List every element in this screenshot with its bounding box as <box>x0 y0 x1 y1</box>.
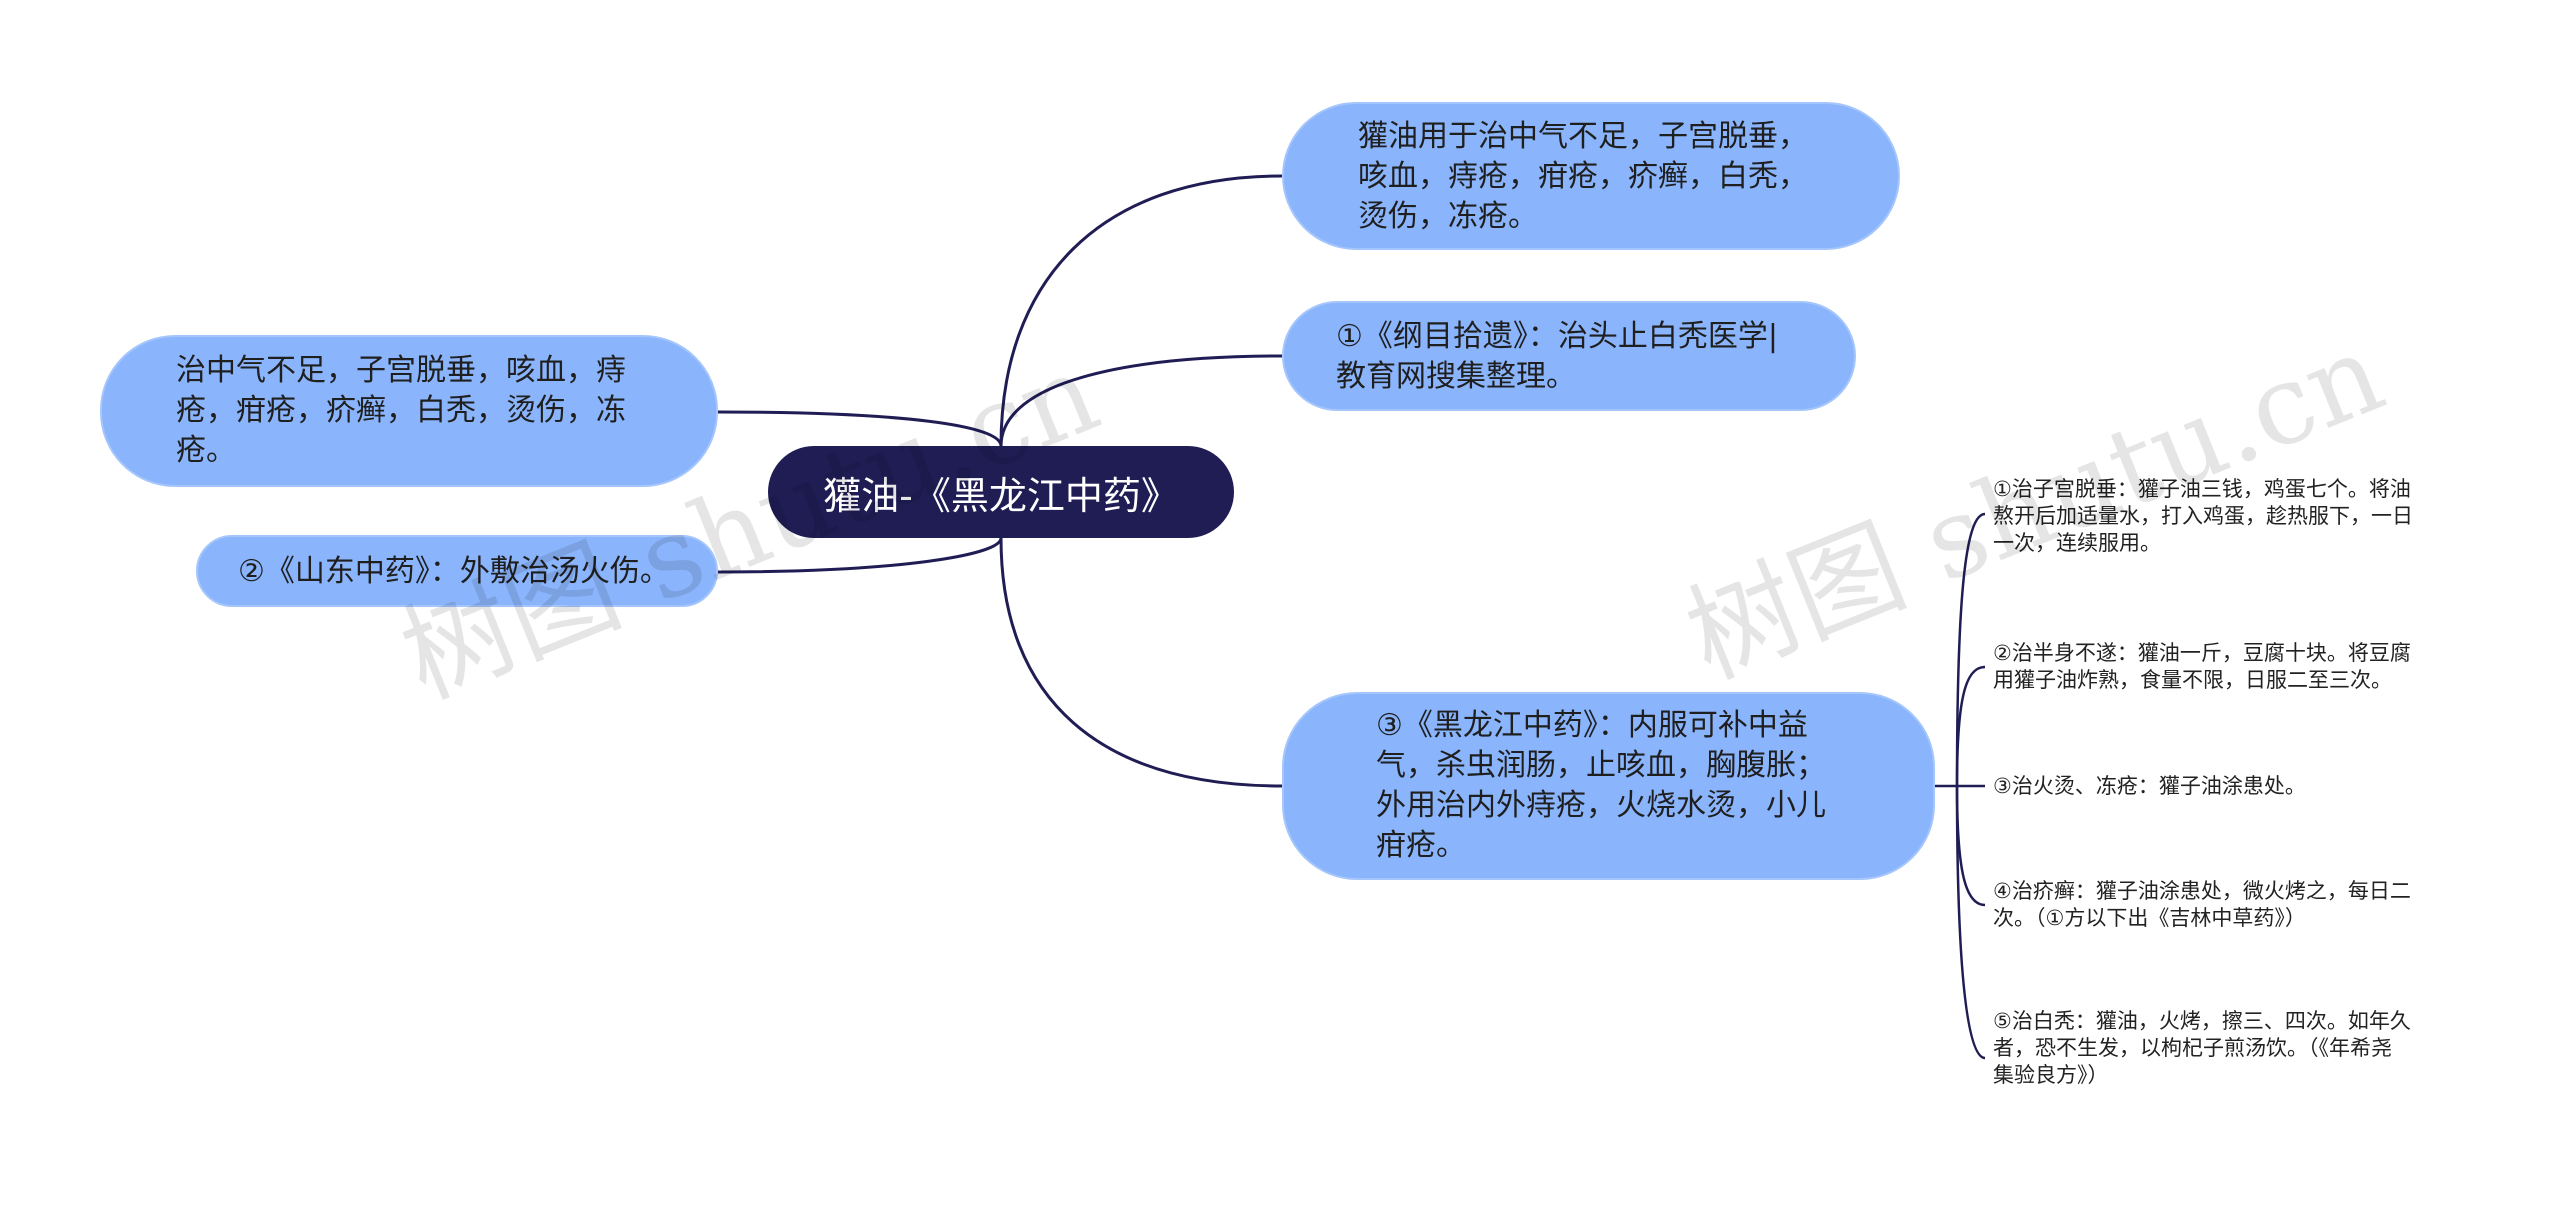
right-topic-2-label: ①《纲目拾遗》：治头止白秃医学| 教育网搜集整理。 <box>1336 319 1779 394</box>
right-topic-1[interactable]: 獾油用于治中气不足，子宫脱垂， 咳血，痔疮，疳疮，疥癣，白秃， 烫伤，冻疮。 <box>1282 102 1900 250</box>
right-topic-2[interactable]: ①《纲目拾遗》：治头止白秃医学| 教育网搜集整理。 <box>1282 301 1856 411</box>
leaf-note-2-label: ②治半身不遂：獾油一斤，豆腐十块。将豆腐 用獾子油炸熟，食量不限，日服二至三次。 <box>1993 641 2411 692</box>
leaf-note-5-label: ⑤治白秃：獾油，火烤，擦三、四次。如年久 者，恐不生发，以枸杞子煎汤饮。（《年希… <box>1993 1009 2411 1087</box>
root-topic[interactable]: 獾油-《黑龙江中药》 <box>768 446 1234 538</box>
leaf-note-3-label: ③治火烫、冻疮：獾子油涂患处。 <box>1993 774 2306 798</box>
link-leaf-1 <box>1955 512 1986 787</box>
root-topic-label: 獾油-《黑龙江中药》 <box>823 473 1179 518</box>
link-root-right-2 <box>999 354 1283 447</box>
right-topic-3-label: ③《黑龙江中药》：内服可补中益 气，杀虫润肠，止咳血，胸腹胀； 外用治内外痔疮，… <box>1376 708 1826 863</box>
left-topic-1[interactable]: 治中气不足，子宫脱垂，咳血，痔 疮，疳疮，疥癣，白秃，烫伤，冻 疮。 <box>100 335 718 487</box>
leaf-note-4[interactable]: ④治疥癣：獾子油涂患处，微火烤之，每日二 次。（①方以下出《吉林中草药》） <box>1993 878 2513 932</box>
link-root-left-1 <box>717 410 1003 447</box>
leaf-note-4-label: ④治疥癣：獾子油涂患处，微火烤之，每日二 次。（①方以下出《吉林中草药》） <box>1993 879 2411 930</box>
leaf-note-5[interactable]: ⑤治白秃：獾油，火烤，擦三、四次。如年久 者，恐不生发，以枸杞子煎汤饮。（《年希… <box>1993 1008 2513 1089</box>
leaf-note-1[interactable]: ①治子宫脱垂：獾子油三钱，鸡蛋七个。将油 熬开后加适量水，打入鸡蛋，趁热服下，一… <box>1993 476 2513 557</box>
left-topic-2[interactable]: ②《山东中药》：外敷治汤火伤。 <box>196 535 718 607</box>
leaf-note-1-label: ①治子宫脱垂：獾子油三钱，鸡蛋七个。将油 熬开后加适量水，打入鸡蛋，趁热服下，一… <box>1993 477 2413 555</box>
link-root-right-3 <box>999 537 1283 788</box>
right-topic-3[interactable]: ③《黑龙江中药》：内服可补中益 气，杀虫润肠，止咳血，胸腹胀； 外用治内外痔疮，… <box>1282 692 1935 880</box>
link-leaf-5 <box>1955 785 1986 1060</box>
link-root-left-2 <box>717 537 1003 574</box>
link-root-right-1 <box>999 174 1283 447</box>
left-topic-1-label: 治中气不足，子宫脱垂，咳血，痔 疮，疳疮，疥癣，白秃，烫伤，冻 疮。 <box>176 353 626 468</box>
left-topic-2-label: ②《山东中药》：外敷治汤火伤。 <box>238 554 670 589</box>
right-topic-1-label: 獾油用于治中气不足，子宫脱垂， 咳血，痔疮，疳疮，疥癣，白秃， 烫伤，冻疮。 <box>1358 119 1808 234</box>
leaf-note-2[interactable]: ②治半身不遂：獾油一斤，豆腐十块。将豆腐 用獾子油炸熟，食量不限，日服二至三次。 <box>1993 640 2513 694</box>
link-leaf-4 <box>1955 785 1986 907</box>
link-leaf-2 <box>1955 665 1986 787</box>
leaf-note-3[interactable]: ③治火烫、冻疮：獾子油涂患处。 <box>1993 773 2513 800</box>
